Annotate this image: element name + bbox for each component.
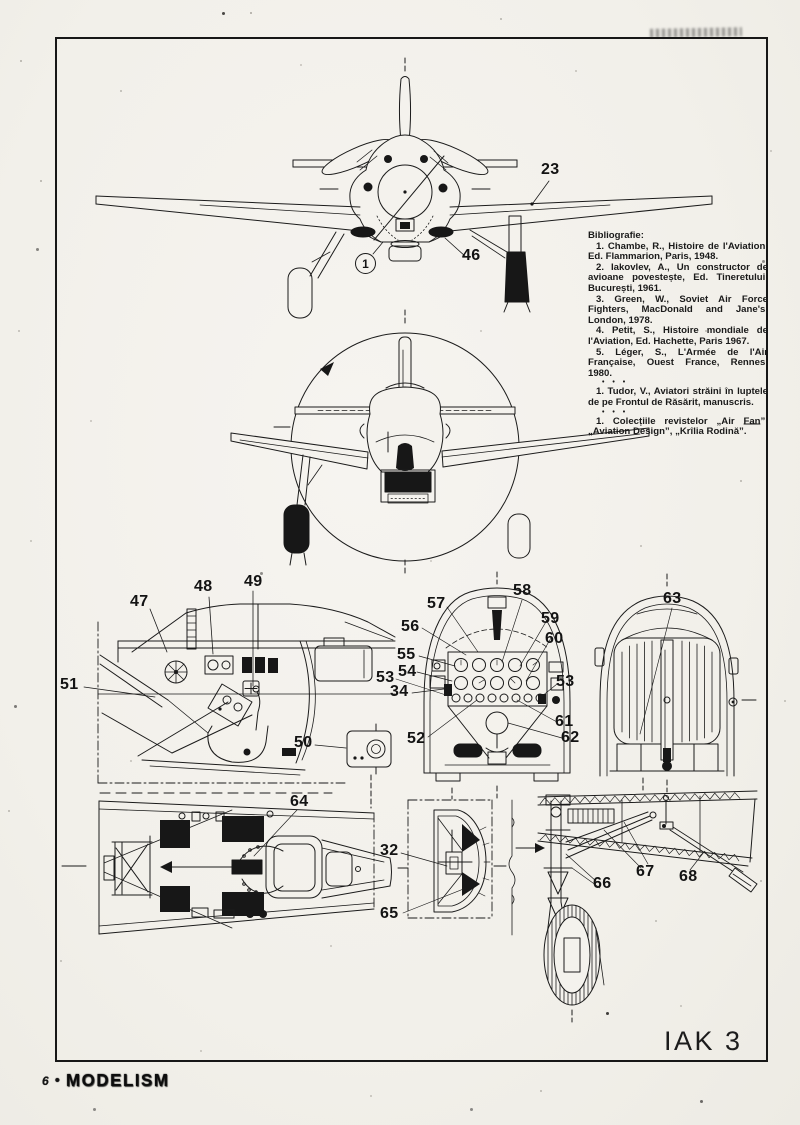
callout-67: 67 xyxy=(636,863,655,880)
callout-58: 58 xyxy=(513,582,532,599)
rear-bulkhead-view xyxy=(594,573,757,793)
plate-title: IAK 3 xyxy=(664,1026,743,1056)
callout-68: 68 xyxy=(679,868,698,885)
callout-55: 55 xyxy=(397,646,416,663)
callout-53-right: 53 xyxy=(556,673,575,690)
tail-wheel-assembly xyxy=(508,777,758,1023)
callout-62: 62 xyxy=(561,729,580,746)
page-border-frame xyxy=(55,37,768,1062)
bibliography-heading: Bibliografie: xyxy=(588,230,644,241)
rear-view xyxy=(230,332,761,575)
bibliography-entry: 2. Iakovlev, A., Un constructor de avioa… xyxy=(588,261,768,294)
bibliography-entry: 3. Green, W., Soviet Air Force Fighters,… xyxy=(588,293,768,326)
cockpit-side-cutaway xyxy=(83,590,396,809)
bibliography-entry: 4. Petit, S., Histoire mondiale de l'Avi… xyxy=(588,325,768,347)
callout-23: 23 xyxy=(541,161,560,178)
footer-bullet-icon: • xyxy=(54,1072,60,1089)
callout-57: 57 xyxy=(427,595,446,612)
fuselage-cross-section xyxy=(397,787,507,919)
callout-56: 56 xyxy=(401,618,420,635)
callout-65: 65 xyxy=(380,905,399,922)
bibliography-block: Bibliografie: 1. Chambe, R., Histoire de… xyxy=(588,230,768,438)
callout-60: 60 xyxy=(545,630,564,647)
callout-46: 46 xyxy=(462,247,481,264)
callout-61: 61 xyxy=(555,713,574,730)
bibliography-separator: • • • xyxy=(602,379,629,387)
bibliography-entry: 1. Colecțiile revistelor „Air Fan”, „Avi… xyxy=(588,415,768,438)
callout-49: 49 xyxy=(244,573,263,590)
callout-64: 64 xyxy=(290,793,309,810)
bibliography-entry: 5. Léger, S., L'Armée de l'Air Française… xyxy=(588,346,768,379)
callout-63: 63 xyxy=(663,590,682,607)
callout-34: 34 xyxy=(390,683,409,700)
callout-50: 50 xyxy=(294,734,313,751)
bibliography-separator: • • • xyxy=(602,408,629,416)
front-view xyxy=(95,57,713,325)
magazine-name: MODELISM xyxy=(65,1070,170,1091)
bibliography-entry: 1. Tudor, V., Aviatori străini în luptel… xyxy=(588,386,768,408)
callout-51: 51 xyxy=(60,676,79,693)
callout-59: 59 xyxy=(541,610,560,627)
callout-47: 47 xyxy=(130,593,149,610)
bibliography-entry: 1. Chambe, R., Histoire de l'Aviation, E… xyxy=(588,240,768,263)
issue-number: 6 xyxy=(42,1074,49,1088)
callout-54: 54 xyxy=(398,663,417,680)
callout-32: 32 xyxy=(380,842,399,859)
callout-66: 66 xyxy=(593,875,612,892)
callout-1-circled: 1 xyxy=(355,253,376,274)
page-footer: 6 • MODELISM xyxy=(42,1071,170,1091)
callout-52: 52 xyxy=(407,730,426,747)
callout-48: 48 xyxy=(194,578,213,595)
instrument-panel-view xyxy=(395,571,571,799)
callout-53-left: 53 xyxy=(376,669,395,686)
cockpit-plan-view xyxy=(61,792,392,935)
